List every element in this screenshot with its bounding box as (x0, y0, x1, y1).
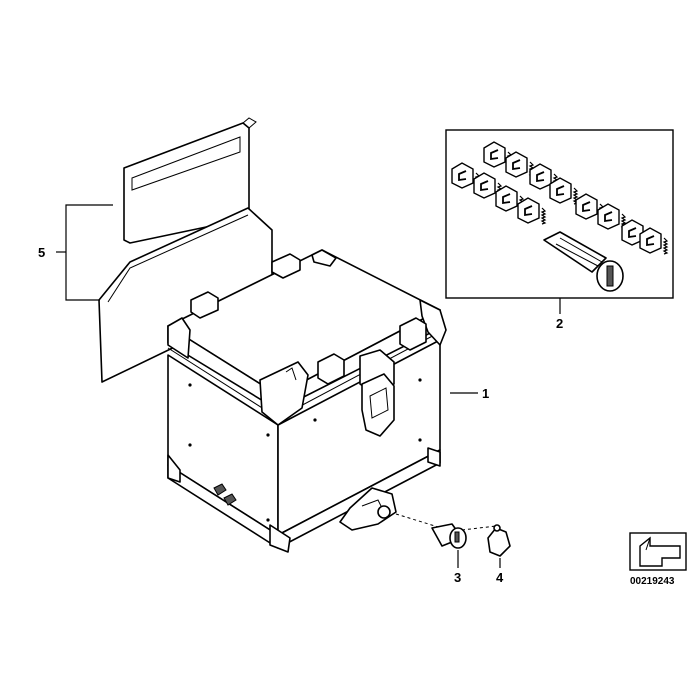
lock-tumbler-tile (495, 185, 525, 213)
reference-number: 00219243 (630, 576, 675, 587)
lock-cylinder-large (543, 231, 624, 292)
key-part-4 (487, 524, 511, 557)
lock-spring (662, 237, 669, 255)
lock-tumbler-tile (451, 162, 481, 190)
callout-3-label: 3 (454, 570, 461, 585)
lock-spring (572, 187, 579, 205)
topcase-corner-caps (167, 249, 447, 553)
callout-5-bracket (56, 204, 113, 301)
topcase-lock-housing (213, 483, 397, 531)
lock-set-box (445, 129, 674, 299)
topcase-latch (359, 349, 395, 437)
lock-tumbler-tile (639, 227, 669, 255)
callout-2-label: 2 (556, 316, 563, 331)
lock-tumbler-tile (549, 177, 579, 205)
lock-tumbler-tile (517, 197, 547, 225)
lock-spring (540, 207, 547, 225)
topcase-mount-blocks (190, 253, 427, 385)
lock-tumbler-set (451, 141, 669, 255)
callout-1-label: 1 (482, 386, 489, 401)
explode-line-4 (461, 525, 497, 531)
callout-5-label: 5 (38, 245, 45, 260)
lock-cylinder-part-3 (431, 523, 467, 549)
callout-4-label: 4 (496, 570, 504, 585)
arrow-direction-icon (639, 536, 681, 567)
